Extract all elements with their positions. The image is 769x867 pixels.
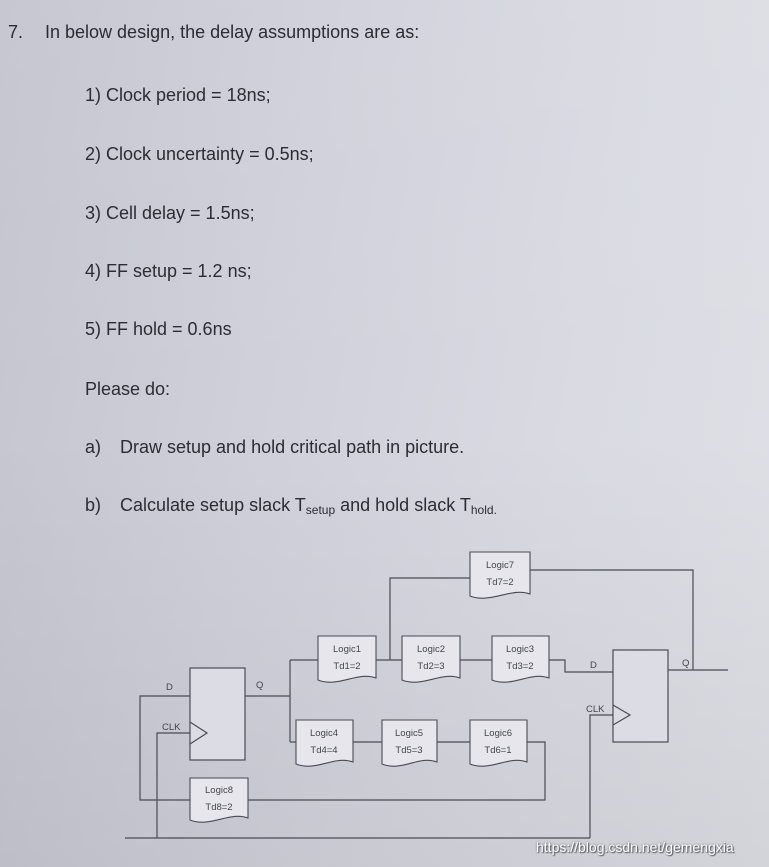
logic-block-7: Logic7 Td7=2 (469, 551, 531, 599)
circuit-diagram: D Q CLK D Q CLK Logic1 Td1=2 Logic2 Td2=… (125, 551, 728, 839)
pin-clk-label: CLK (162, 722, 181, 733)
logic-name: Logic3 (506, 644, 534, 655)
assumption-clock-uncertainty: 2) Clock uncertainty = 0.5ns; (85, 144, 314, 164)
wire-logic1-logic7 (389, 577, 470, 660)
task-text: Draw setup and hold critical path in pic… (120, 437, 465, 457)
logic-delay: Td7=2 (486, 577, 513, 588)
logic-delay: Td5=3 (395, 745, 422, 756)
logic-box (469, 551, 531, 599)
question-number: 7. (8, 22, 24, 42)
wire-clk-ff1 (156, 732, 190, 838)
wire-clk-ff2 (589, 714, 613, 838)
watermark-url: https://blog.csdn.net/gemengxia (536, 839, 734, 855)
logic-name: Logic4 (310, 728, 338, 739)
hold-subscript: hold. (470, 503, 497, 517)
setup-subscript: setup (305, 503, 336, 517)
logic-name: Logic6 (484, 728, 512, 739)
task-b: b) Calculate setup slack Tsetup and hold … (85, 493, 497, 517)
task-label: b) (85, 495, 102, 515)
wire-logic8-logic6 (248, 741, 546, 801)
logic-block-3: Logic3 Td3=2 (491, 635, 550, 683)
logic-name: Logic7 (486, 560, 514, 571)
clock-triangle-icon (189, 721, 209, 745)
logic-block-8: Logic8 Td8=2 (189, 777, 249, 823)
logic-name: Logic2 (417, 644, 445, 655)
logic-box (189, 777, 249, 823)
logic-delay: Td4=4 (310, 745, 337, 756)
pin-q-label: Q (682, 658, 689, 669)
wire-ff1-d (139, 695, 190, 801)
logic-box (401, 635, 461, 683)
logic-name: Logic8 (205, 785, 233, 796)
flip-flop-body (612, 649, 669, 743)
task-label: a) (85, 437, 102, 457)
logic-block-2: Logic2 Td2=3 (401, 635, 461, 683)
pin-d-label: D (166, 682, 173, 693)
pin-d-label: D (590, 660, 597, 671)
logic-delay: Td1=2 (333, 661, 360, 672)
logic-box (469, 719, 528, 767)
logic-name: Logic5 (395, 728, 423, 739)
pin-q-label: Q (256, 680, 263, 691)
task-text-part: and hold slack T (335, 495, 471, 515)
flip-flop-capture: D Q CLK (586, 649, 689, 743)
prompt-text: Please do: (85, 379, 171, 399)
assumption-clock-period: 1) Clock period = 18ns; (85, 85, 271, 105)
logic-box (491, 635, 550, 683)
logic-delay: Td6=1 (484, 745, 511, 756)
logic-delay: Td8=2 (205, 802, 232, 813)
wire-logic7-ff2-q (530, 569, 694, 670)
pin-clk-label: CLK (586, 704, 605, 715)
logic-block-4: Logic4 Td4=4 (295, 719, 354, 767)
wires (125, 569, 728, 839)
flip-flop-body (189, 667, 246, 761)
logic-box (317, 635, 377, 683)
logic-box (295, 719, 354, 767)
logic-block-5: Logic5 Td5=3 (381, 719, 438, 767)
assumption-cell-delay: 3) Cell delay = 1.5ns; (85, 203, 255, 223)
wire-logic3-ff2-d (549, 659, 613, 673)
logic-block-6: Logic6 Td6=1 (469, 719, 528, 767)
question-title: In below design, the delay assumptions a… (45, 22, 420, 42)
logic-delay: Td3=2 (506, 661, 533, 672)
assumption-ff-setup: 4) FF setup = 1.2 ns; (85, 261, 252, 281)
task-a: a) Draw setup and hold critical path in p… (85, 435, 464, 459)
logic-block-1: Logic1 Td1=2 (317, 635, 377, 683)
logic-name: Logic1 (333, 644, 361, 655)
flip-flop-launch: D Q CLK (162, 667, 263, 761)
assumption-ff-hold: 5) FF hold = 0.6ns (85, 319, 232, 339)
logic-box (381, 719, 438, 767)
task-text-part: Calculate setup slack T (120, 495, 306, 515)
logic-delay: Td2=3 (417, 661, 444, 672)
clock-triangle-icon (612, 704, 632, 726)
